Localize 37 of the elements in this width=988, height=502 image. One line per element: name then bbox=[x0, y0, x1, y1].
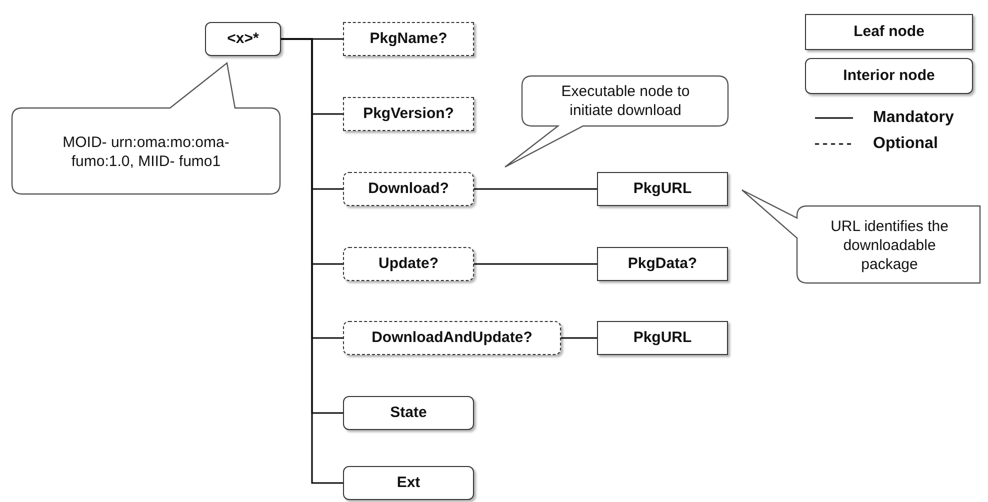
optional-interior-node-box bbox=[343, 247, 474, 281]
callout-bubble bbox=[740, 188, 982, 285]
optional-leaf-node-box bbox=[343, 22, 474, 56]
callout-bubble bbox=[10, 62, 282, 196]
node-label: PkgData? bbox=[628, 254, 698, 274]
interior-node-box bbox=[343, 466, 474, 500]
node-label: Ext bbox=[396, 472, 420, 493]
legend-label: Mandatory bbox=[873, 108, 954, 128]
leaf-node-box bbox=[805, 14, 973, 50]
node-label: Download? bbox=[368, 178, 449, 199]
interior-node-box bbox=[805, 58, 973, 94]
node-label: PkgVersion? bbox=[363, 104, 454, 124]
node-label: Interior node bbox=[843, 66, 935, 86]
callout-bubble bbox=[503, 75, 729, 169]
node-label: PkgName? bbox=[370, 28, 448, 49]
node-label: PkgURL bbox=[633, 328, 692, 348]
tree-connector bbox=[561, 337, 597, 339]
node-label: DownloadAndUpdate? bbox=[372, 328, 532, 348]
node-label: Update? bbox=[378, 254, 438, 274]
callout-text: MOID- urn:oma:mo:oma-fumo:1.0, MIID- fumo1 bbox=[62, 133, 230, 171]
leaf-node-box bbox=[597, 172, 728, 206]
callout-text: URL identifies the downloadable package bbox=[830, 216, 950, 274]
node-label: <x>* bbox=[227, 28, 259, 49]
optional-interior-node-box bbox=[343, 172, 474, 206]
node-label: State bbox=[390, 402, 427, 423]
leaf-node-box bbox=[597, 321, 728, 355]
optional-leaf-node-box bbox=[343, 97, 474, 131]
interior-node-box bbox=[205, 22, 281, 56]
node-label: PkgURL bbox=[633, 178, 692, 199]
tree-connector bbox=[474, 263, 597, 265]
interior-node-box bbox=[343, 396, 474, 430]
leaf-node-box bbox=[597, 247, 728, 281]
optional-interior-node-box bbox=[343, 321, 561, 355]
tree-connector bbox=[474, 188, 597, 190]
legend-label: Optional bbox=[873, 134, 938, 154]
node-label: Leaf node bbox=[854, 22, 924, 42]
callout-text: Executable node to initiate download bbox=[560, 82, 691, 120]
